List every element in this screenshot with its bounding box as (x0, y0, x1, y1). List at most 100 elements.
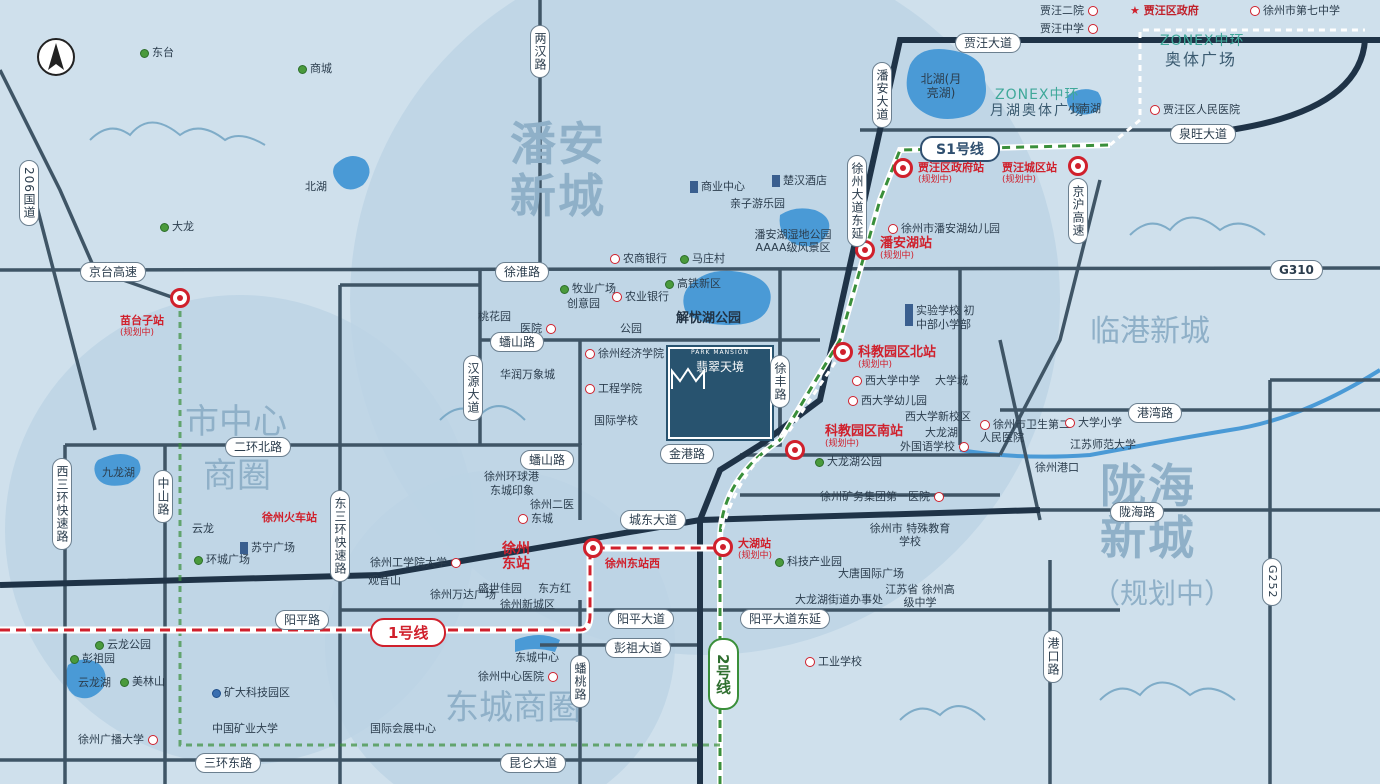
road-label: 蟠山路 (490, 332, 545, 352)
station-kejiao-south[interactable]: 科教园区南站(规划中) (825, 424, 904, 449)
lake-west (333, 156, 370, 190)
station-dahu[interactable]: 大湖站(规划中) (738, 537, 773, 561)
poi: 西大学新校区 (905, 410, 971, 423)
poi: 徐州矿务集团第一医院 (820, 490, 947, 504)
poi: 高铁新区 (665, 277, 721, 291)
poi: 大龙湖公园 (815, 455, 882, 469)
poi: 解忧湖公园 (676, 311, 742, 326)
poi: 贾汪二院 (1040, 4, 1101, 18)
poi: 北湖 (305, 180, 327, 193)
poi: 彭祖园 (70, 652, 115, 666)
poi: 医院 (520, 322, 559, 336)
poi: 楚汉酒店 (772, 174, 827, 188)
road-label: 京台高速 (80, 262, 147, 282)
station-xuzhou[interactable]: 徐州火车站 (262, 511, 317, 524)
poi: 马庄村 (680, 252, 725, 266)
station-kejiao-north[interactable]: 科教园区北站(规划中) (858, 345, 937, 370)
poi: 实验学校 初中部小学部 (905, 304, 975, 332)
poi: 创意园 (567, 297, 600, 310)
compass-icon (37, 38, 75, 76)
lake-xiaonan (1067, 89, 1102, 115)
road-label: 昆仑大道 (500, 753, 567, 773)
poi: 公园 (620, 322, 642, 335)
lake-north (906, 49, 986, 119)
poi: 国际会展中心 (370, 722, 436, 735)
poi: 云龙 (192, 522, 214, 535)
poi: 美林山 (120, 675, 165, 689)
road-label: 港口路 (1043, 630, 1063, 683)
zone-shizhongxin: 市中心商圈 (185, 402, 287, 496)
poi: 江苏省 徐州高级中学 (885, 583, 955, 609)
road-label: 两汉路 (530, 25, 550, 78)
poi: 徐州中心医院 (478, 670, 561, 684)
road-label: 彭祖大道 (605, 638, 672, 658)
poi: 贾汪中学 (1040, 22, 1101, 36)
road-label: 东三环快速路 (330, 490, 350, 582)
poi: 东城 (518, 512, 553, 526)
lake-panan2 (779, 208, 830, 247)
station-icon[interactable] (785, 440, 805, 460)
road-label: 蟠桃路 (570, 655, 590, 708)
poi: 徐州工学院大学 (370, 556, 464, 570)
road-label: 金港路 (660, 444, 715, 464)
poi: 江苏师范大学 (1070, 438, 1136, 451)
station-icon[interactable] (583, 538, 603, 558)
metro-line-1-badge[interactable]: 1号线 (370, 618, 447, 647)
poi: 大学小学 (1065, 416, 1122, 430)
station-icon[interactable] (1068, 156, 1088, 176)
poi: 农业银行 (612, 290, 669, 304)
station-icon[interactable] (833, 342, 853, 362)
poi: 九龙湖 (102, 466, 135, 479)
road-label: 阳平大道 (608, 609, 675, 629)
project-name-en: PARK MANSION (691, 349, 749, 356)
road-label: 贾汪大道 (955, 33, 1022, 53)
road-label: G252 (1262, 558, 1282, 606)
zone-panan: 潘安新城 (510, 117, 606, 223)
lake-dongcheng (515, 635, 560, 652)
project-marker[interactable]: PARK MANSION 翡翠天境 (668, 347, 772, 439)
poi: 大学城 (935, 374, 968, 387)
station-miaotaizi[interactable]: 苗台子站(规划中) (120, 314, 164, 338)
road-label: 泉旺大道 (1170, 124, 1237, 144)
station-icon[interactable] (893, 158, 913, 178)
road-label: 三环东路 (195, 753, 262, 773)
zone-longhai-sub: （规划中） (1092, 577, 1233, 610)
metro-loop (178, 300, 720, 747)
poi: 徐州广播大学 (78, 733, 161, 747)
station-xuzhou-east-west[interactable]: 徐州东站西 (605, 557, 660, 570)
poi: 徐州市卫生第二人民医院 (980, 418, 1070, 444)
zone-dongcheng: 东城商圈 (445, 688, 581, 728)
poi: ★ 贾汪区政府 (1130, 4, 1199, 17)
poi: 徐州新城区 (500, 598, 555, 611)
road-label: 206国道 (19, 160, 39, 226)
station-icon[interactable] (713, 537, 733, 557)
road-label: 徐州大道东延 (847, 155, 867, 247)
poi: 牧业广场 (560, 282, 616, 296)
poi: 西大学中学 (852, 374, 920, 388)
road-label: 城东大道 (620, 510, 687, 530)
station-jiawang-gov[interactable]: 贾汪区政府站(规划中) (918, 161, 984, 185)
road-label: 徐淮路 (495, 262, 550, 282)
poi: 科技产业园 (775, 555, 842, 569)
station-xuzhou-east[interactable]: 徐州东站 (502, 541, 530, 572)
lake-jiulong (94, 454, 141, 486)
poi: 徐州市潘安湖幼儿园 (888, 222, 1000, 236)
poi: 中国矿业大学 (212, 722, 278, 735)
poi: 徐州二医 (530, 498, 574, 511)
metro-line-2-badge[interactable]: 2号线 (708, 638, 739, 711)
brand-zonex: ZONEX中环 (995, 87, 1080, 103)
poi: 苏宁广场 (240, 541, 295, 555)
station-panan[interactable]: 潘安湖站(规划中) (880, 236, 933, 261)
road-label: 陇海路 (1110, 502, 1165, 522)
station-icon[interactable] (170, 288, 190, 308)
poi: 徐州经济学院 (585, 347, 664, 361)
lake-yunlong (65, 659, 106, 699)
poi: 西大学幼儿园 (848, 394, 927, 408)
metro-line-s1-badge[interactable]: S1号线 (920, 136, 1000, 162)
road-label: 西三环快速路 (52, 458, 72, 550)
poi: 商业中心 (690, 180, 745, 194)
station-jiawang-city[interactable]: 贾汪城区站(规划中) (1002, 161, 1057, 185)
poi: 华润万象城 (500, 368, 555, 381)
poi: 东城中心 (515, 651, 559, 664)
